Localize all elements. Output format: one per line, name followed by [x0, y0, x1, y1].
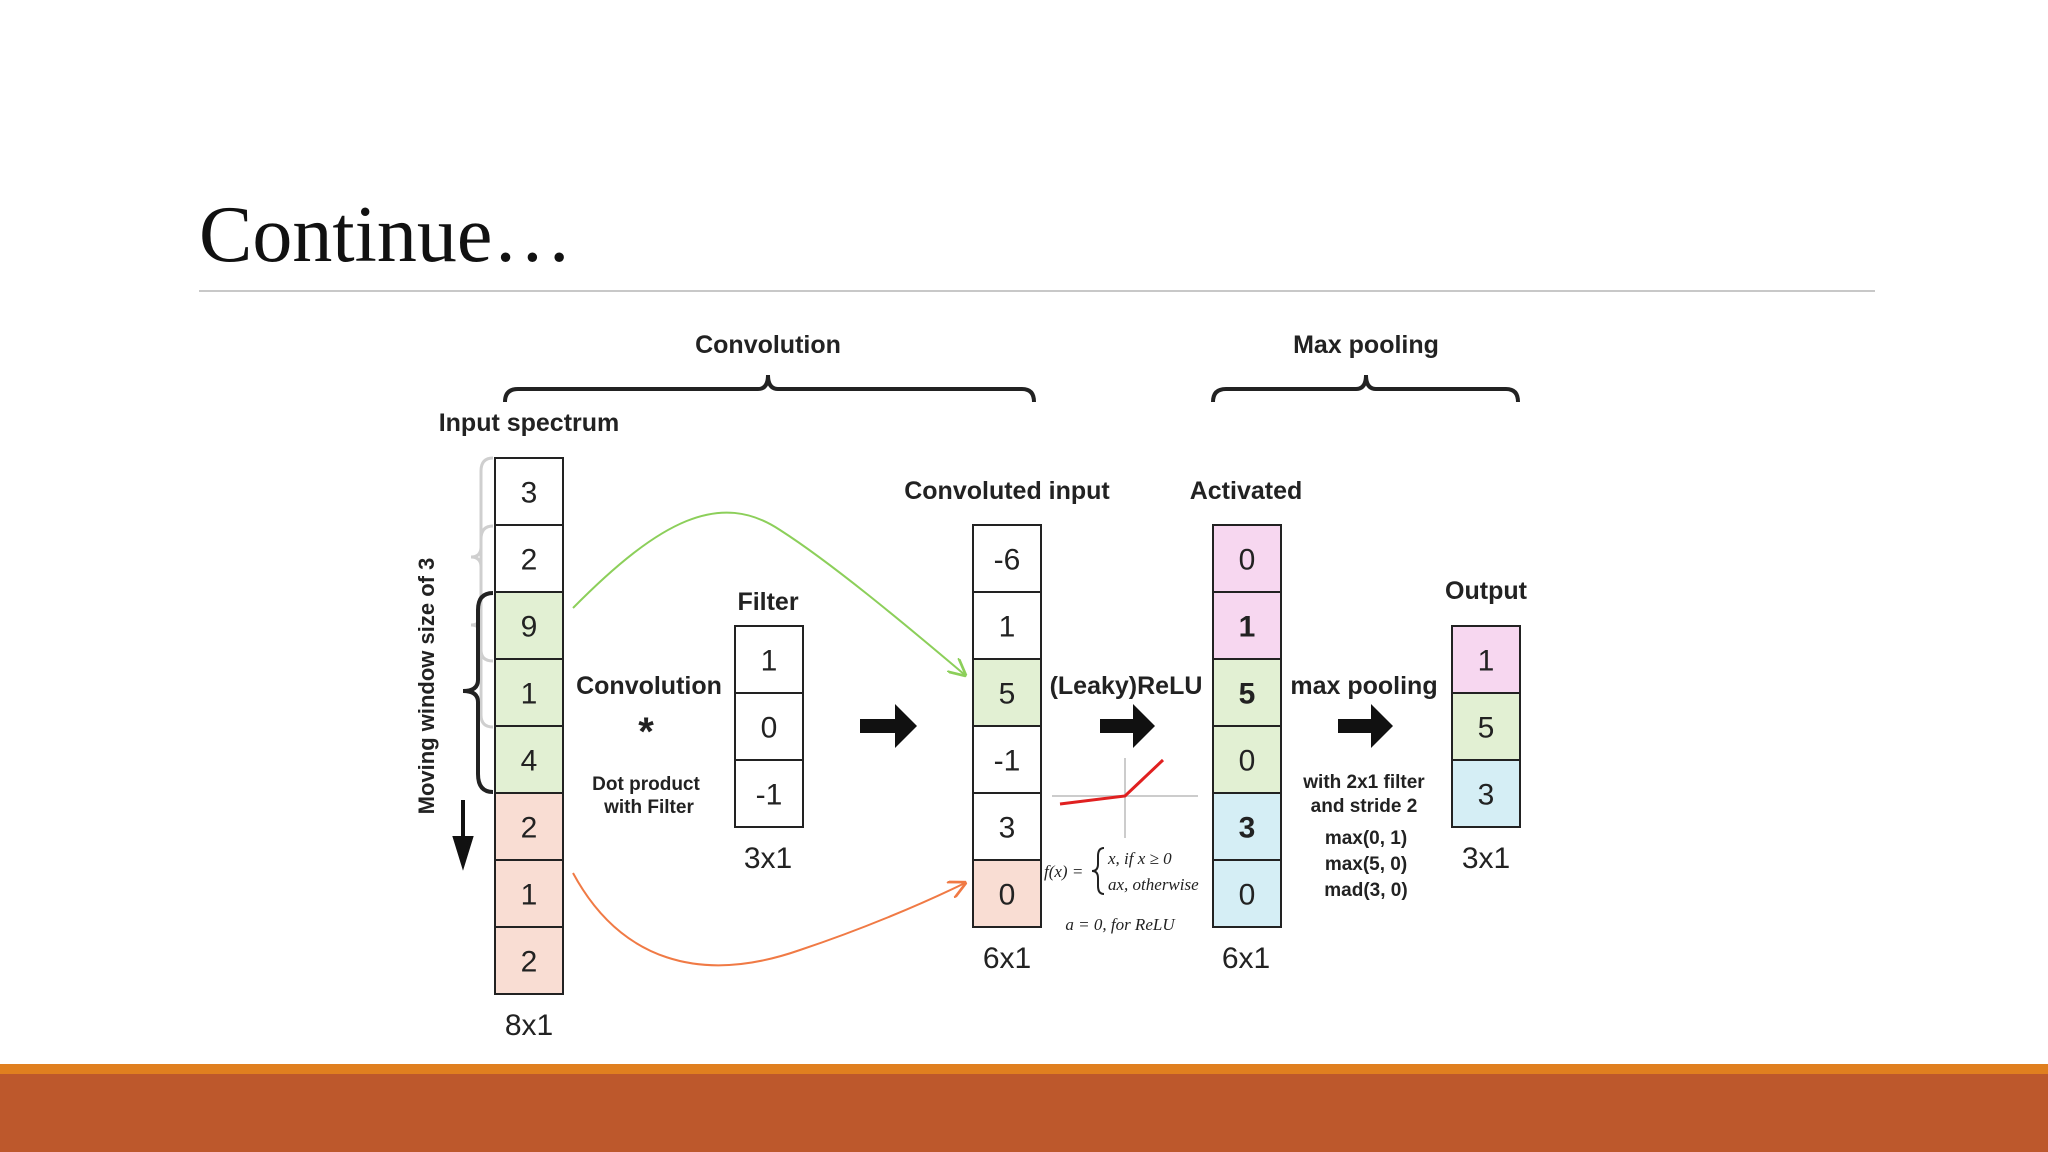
convoluted-cell-value: 1 — [999, 611, 1016, 644]
input-cell-value: 2 — [521, 812, 538, 845]
relu-formula-case2: ax, otherwise — [1108, 875, 1199, 894]
convoluted-cell-value: 3 — [999, 812, 1016, 845]
convoluted-cell-value: -6 — [994, 544, 1021, 577]
convoluted-cell-value: -1 — [994, 745, 1021, 778]
input-dim-label: 8x1 — [505, 1009, 553, 1042]
convoluted-cell — [972, 524, 1042, 593]
convoluted-cell-value: 5 — [999, 678, 1016, 711]
output-cell-value: 5 — [1478, 712, 1495, 745]
footer-bar — [0, 1074, 2048, 1152]
activated-cell-value: 0 — [1239, 879, 1256, 912]
input-cell-value: 2 — [521, 946, 538, 979]
activated-cell-value: 3 — [1239, 812, 1256, 845]
orange-curve-arrow — [572, 872, 965, 967]
dot-product-desc-line1: Dot product — [592, 774, 700, 795]
convoluted-cell — [972, 859, 1042, 928]
window-direction-arrow — [452, 800, 474, 871]
output-cell — [1451, 759, 1521, 828]
input-cell — [494, 524, 564, 593]
input-spectrum-column: 3 2 9 1 4 2 1 2 — [494, 457, 564, 995]
moving-window-label: Moving window size of 3 — [414, 558, 439, 815]
convoluted-cell-value: 0 — [999, 879, 1016, 912]
filter-cell-value: 1 — [761, 645, 778, 678]
convolution-brace — [503, 374, 1036, 403]
green-curve-arrow — [572, 511, 965, 675]
filter-column: 1 0 -1 — [734, 625, 804, 828]
arrow-right-icon — [1100, 704, 1155, 748]
pooling-desc-line2: and stride 2 — [1311, 796, 1418, 817]
max-pooling-label: max pooling — [1290, 672, 1437, 700]
filter-cell-value: 0 — [761, 712, 778, 745]
activated-cell — [1212, 725, 1282, 794]
pooling-op-3: mad(3, 0) — [1324, 880, 1407, 901]
filter-cell-value: -1 — [756, 779, 783, 812]
formula-brace — [1091, 847, 1105, 895]
relu-graph-icon — [1052, 758, 1198, 838]
max-pooling-section-title: Max pooling — [1293, 331, 1439, 359]
convoluted-input-column: -6 1 5 -1 3 0 — [972, 524, 1042, 928]
output-dim-label: 3x1 — [1462, 842, 1510, 875]
activated-column: 0 1 5 0 3 0 — [1212, 524, 1282, 928]
activated-cell — [1212, 859, 1282, 928]
dot-product-desc-line2: with Filter — [603, 797, 694, 818]
activated-cell — [1212, 524, 1282, 593]
activated-cell-value: 1 — [1239, 611, 1256, 644]
activated-cell-value: 0 — [1239, 745, 1256, 778]
filter-label: Filter — [737, 588, 798, 616]
relu-formula-case1: x, if x ≥ 0 — [1107, 849, 1172, 868]
arrow-right-icon — [860, 704, 917, 748]
output-cell-value: 1 — [1478, 645, 1495, 678]
pooling-op-1: max(0, 1) — [1325, 828, 1407, 849]
output-column: 1 5 3 — [1451, 625, 1521, 828]
arrow-right-icon — [1338, 704, 1393, 748]
convolution-op-label: Convolution — [576, 672, 722, 700]
relu-formula-note: a = 0, for ReLU — [1065, 915, 1176, 934]
convoluted-cell — [972, 658, 1042, 727]
convolution-star-icon: * — [638, 710, 654, 754]
relu-formula-lhs: f(x) = — [1044, 862, 1083, 881]
convoluted-input-label: Convoluted input — [904, 477, 1110, 505]
input-cell-value: 1 — [521, 879, 538, 912]
convolution-section-title: Convolution — [695, 331, 841, 359]
output-cell — [1451, 692, 1521, 761]
activated-cell — [1212, 792, 1282, 861]
max-pooling-brace — [1211, 374, 1520, 403]
input-cell — [494, 457, 564, 526]
pooling-desc-line1: with 2x1 filter — [1302, 772, 1425, 793]
cnn-diagram: Convolution Max pooling Input spectrum 3… — [414, 331, 1528, 1042]
filter-dim-label: 3x1 — [744, 842, 792, 875]
convoluted-dim-label: 6x1 — [983, 942, 1031, 975]
activated-cell-value: 0 — [1239, 544, 1256, 577]
activated-label: Activated — [1190, 477, 1303, 505]
title-divider — [199, 290, 1875, 292]
input-cell — [494, 792, 564, 861]
filter-cell — [734, 759, 804, 828]
footer-accent-stripe — [0, 1064, 2048, 1074]
slide-title: Continue… — [199, 191, 573, 279]
input-cell — [494, 658, 564, 727]
pooling-op-2: max(5, 0) — [1325, 854, 1407, 875]
input-cell — [494, 926, 564, 995]
input-cell-value: 2 — [521, 544, 538, 577]
input-cell-value: 9 — [521, 611, 538, 644]
filter-cell — [734, 692, 804, 761]
input-cell-value: 3 — [521, 477, 538, 510]
activated-cell-value: 5 — [1239, 678, 1256, 711]
output-cell — [1451, 625, 1521, 694]
window-brace — [462, 591, 494, 794]
output-label: Output — [1445, 577, 1528, 605]
input-cell — [494, 591, 564, 660]
activated-dim-label: 6x1 — [1222, 942, 1270, 975]
input-cell-value: 1 — [521, 678, 538, 711]
convoluted-cell — [972, 591, 1042, 660]
window-brace-gray-2 — [470, 524, 494, 729]
relu-label: (Leaky)ReLU — [1050, 672, 1203, 700]
convoluted-cell — [972, 792, 1042, 861]
output-cell-value: 3 — [1478, 779, 1495, 812]
input-spectrum-label: Input spectrum — [439, 409, 620, 437]
input-cell-value: 4 — [521, 745, 538, 778]
